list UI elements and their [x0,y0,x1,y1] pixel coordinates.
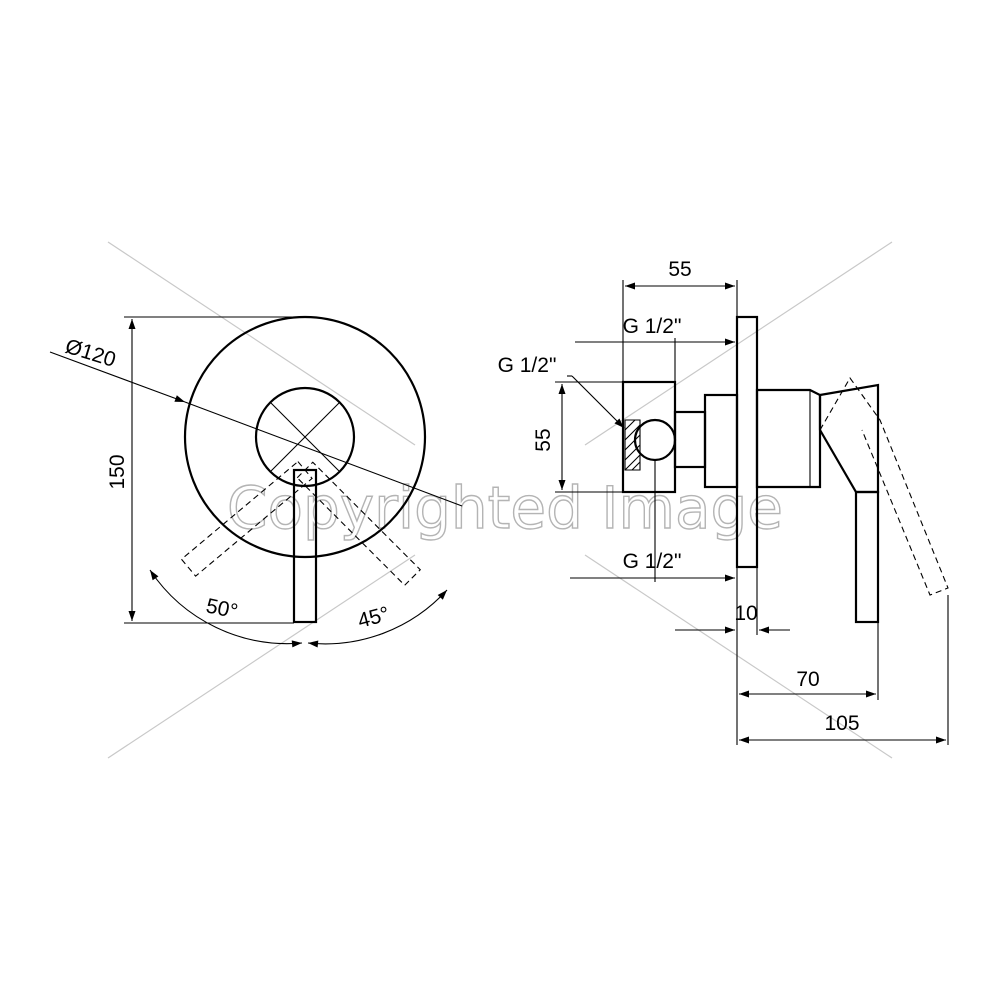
angle-right-label: 45° [355,602,392,632]
cartridge-circle [254,386,356,488]
outlet-port [633,418,677,462]
angle-left-label: 50° [204,594,240,623]
diameter-label: Ø120 [63,335,119,372]
diameter-leader [49,351,186,403]
thread-top-label: G 1/2" [623,315,682,338]
lever-head [818,383,880,494]
watermark-text: Copyrighted Image [227,474,783,542]
cartridge-flange [703,393,739,489]
top-width-label: 55 [668,258,691,281]
angle-arc-left [149,569,303,648]
height-left-label: 55 [532,428,555,451]
lever-stem [854,490,880,624]
total-depth-label: 105 [824,712,859,735]
plate-label: 10 [734,602,757,625]
height-label: 150 [106,454,129,489]
lever-rotated-position [819,376,949,596]
thread-left-leader [571,375,625,429]
knob-body [755,388,822,489]
watermark: Copyrighted Image [107,241,893,759]
side-view: 55 G 1/2" G 1/2" 55 G 1/2" 10 70 105 [498,258,949,745]
cartridge-housing [673,410,707,469]
lever-right-position [296,461,422,587]
lever-depth-label: 70 [796,668,819,691]
angle-arc-right [307,589,448,648]
thread-bottom-label: G 1/2" [623,550,682,573]
thread-left-label: G 1/2" [498,354,557,377]
